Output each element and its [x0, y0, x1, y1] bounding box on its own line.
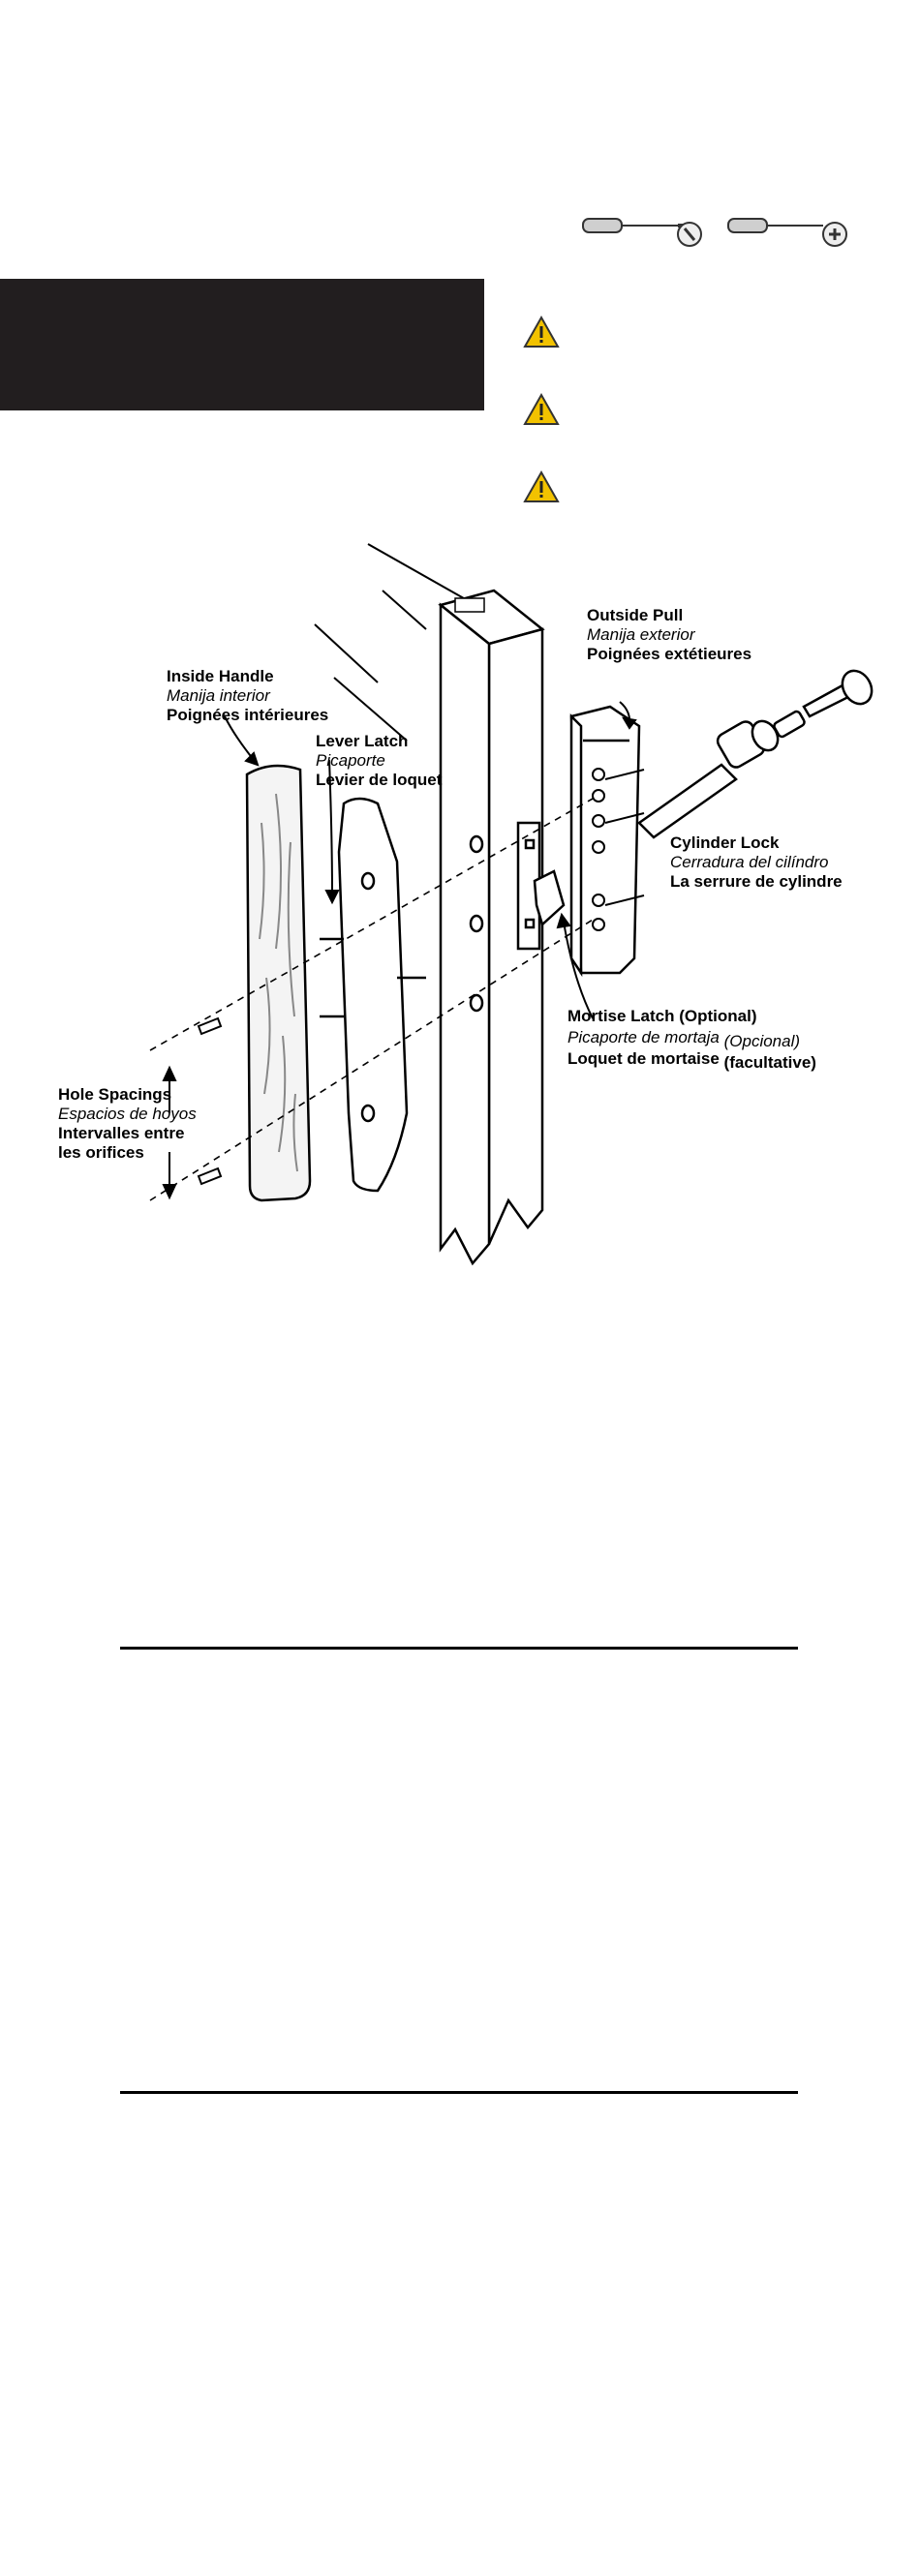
section-divider: [120, 1647, 798, 1650]
mortise-latch-hook: [533, 869, 566, 927]
hole-spacings-label-fr2: les orifices: [58, 1143, 144, 1162]
leader-lines: [162, 701, 637, 1200]
tools-required: [582, 218, 848, 247]
header-band: [0, 279, 484, 410]
cylinder-lock-label-en: Cylinder Lock: [670, 833, 780, 852]
alignment-lines: [149, 798, 594, 1201]
warning-icon: [523, 470, 560, 502]
warning-icon: [523, 393, 560, 425]
inside-handle-label-fr: Poignées intérieures: [167, 706, 328, 724]
screwdriver-phillips-icon: [727, 218, 848, 247]
warning-icon: [523, 316, 560, 348]
door-stile: [438, 589, 545, 1266]
screwdriver-flat-icon: [582, 218, 703, 247]
hole-spacings-label-es: Espacios de hoyos: [58, 1105, 197, 1123]
inside-handle-label-en: Inside Handle: [167, 667, 274, 685]
mortise-latch-label-es: Picaporte de mortaja (Opcional): [567, 1028, 800, 1050]
handle-assembly-diagram: Outside Pull Manija exterior Poignées ex…: [58, 543, 874, 1266]
lever-latch-label-en: Lever Latch: [316, 732, 408, 750]
mortise-latch-label-en: Mortise Latch (Optional): [567, 1007, 757, 1025]
outside-pull-label-es: Manija exterior: [587, 625, 696, 644]
hole-spacings-label-en: Hole Spacings: [58, 1085, 171, 1104]
outside-pull-label-fr: Poignées extétieures: [587, 645, 751, 663]
hole-spacings-label-fr: Intervalles entre: [58, 1124, 184, 1142]
cylinder-lock-label-es: Cerradura del cilíndro: [670, 853, 828, 871]
inside-handle-label-es: Manija interior: [167, 686, 271, 705]
cylinder-lock: [637, 710, 806, 839]
lever-latch: [320, 797, 426, 1193]
outside-pull-label-en: Outside Pull: [587, 606, 683, 624]
lever-latch-label-es: Picaporte: [316, 751, 385, 770]
key-icon: [802, 669, 874, 718]
inside-handle: [245, 764, 312, 1202]
section-divider: [120, 2091, 798, 2094]
outside-pull: [569, 705, 645, 978]
screw: [197, 1016, 223, 1186]
mortise-latch-label-fr: Loquet de mortaise (facultative): [567, 1049, 816, 1072]
cylinder-lock-label-fr: La serrure de cylindre: [670, 872, 843, 891]
lever-latch-label-fr: Levier de loquet: [316, 771, 443, 789]
